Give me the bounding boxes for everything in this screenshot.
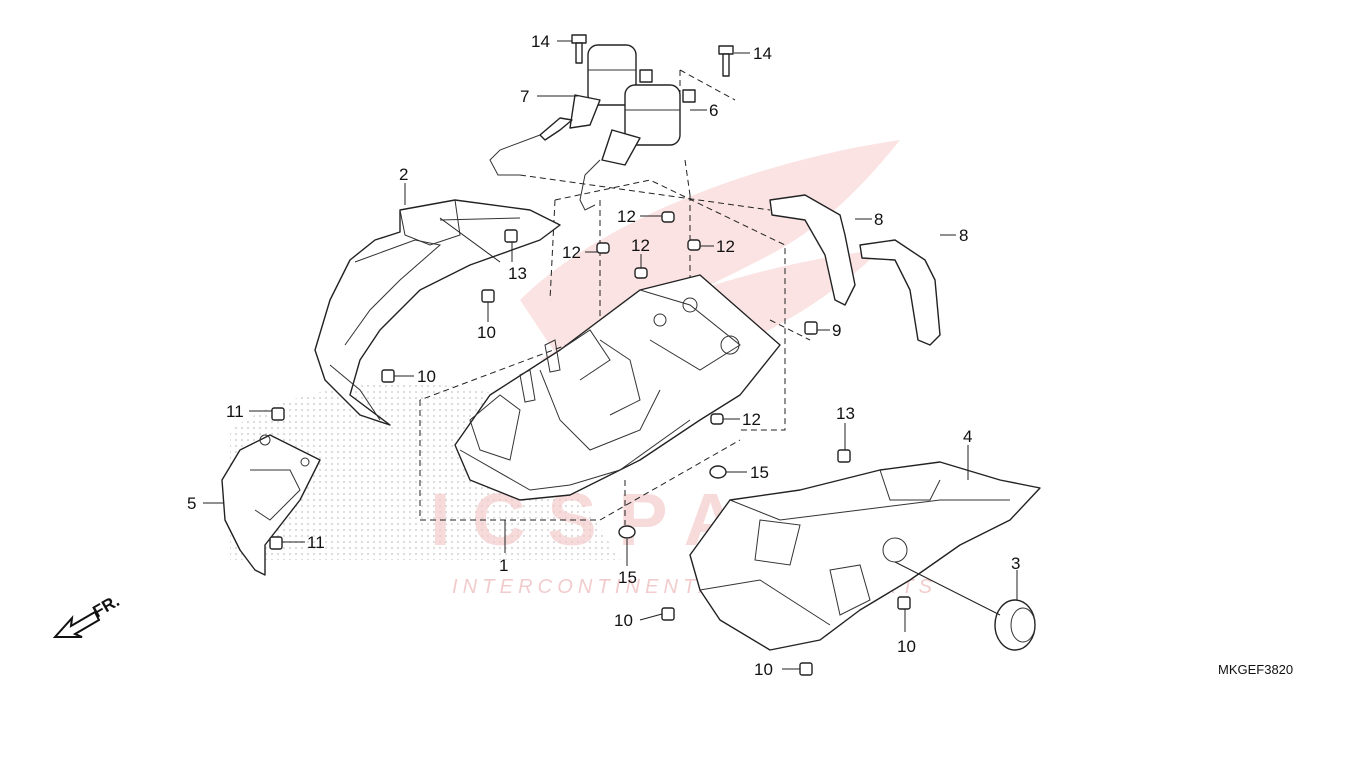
part-plug-cap-upper	[769, 194, 856, 306]
bolt-icon	[718, 45, 734, 77]
callout-12: 12	[562, 243, 581, 262]
part-ignition-coil-7	[489, 44, 653, 176]
callout-4: 4	[963, 427, 972, 446]
collar-icon	[618, 525, 636, 539]
part-side-bracket	[221, 434, 321, 576]
callout-2: 2	[399, 165, 408, 184]
callout-6: 6	[709, 101, 718, 120]
screw-icon	[837, 449, 851, 463]
part-under-tray	[454, 274, 781, 501]
callout-labels: 14 14 7 6 2 8 8 12 12 12 12 12 13 10 10 …	[187, 32, 1020, 679]
callout-1: 1	[499, 556, 508, 575]
nut-icon	[687, 239, 701, 251]
callout-15: 15	[750, 463, 769, 482]
callout-14: 14	[753, 44, 772, 63]
screw-icon	[799, 662, 813, 676]
callout-13: 13	[508, 264, 527, 283]
leader-lines	[203, 40, 1018, 670]
screw-icon	[269, 536, 283, 550]
diagram-code: MKGEF3820	[1218, 662, 1293, 677]
callout-10: 10	[897, 637, 916, 656]
callout-8: 8	[959, 226, 968, 245]
part-plug-cap-lower	[859, 239, 941, 346]
screw-icon	[381, 369, 395, 383]
screw-icon	[271, 407, 285, 421]
bolt-icon	[571, 34, 587, 64]
screw-icon	[661, 607, 675, 621]
part-inner-fairing	[314, 199, 561, 426]
screw-icon	[504, 229, 518, 243]
callout-12: 12	[716, 237, 735, 256]
callout-12: 12	[742, 410, 761, 429]
callout-12: 12	[631, 236, 650, 255]
callout-11: 11	[307, 533, 325, 552]
part-ignition-coil-6	[579, 84, 696, 211]
nut-icon	[661, 211, 675, 223]
screw-icon	[481, 289, 495, 303]
front-arrow-icon	[52, 610, 101, 638]
callout-10: 10	[417, 367, 436, 386]
callout-10: 10	[614, 611, 633, 630]
callout-10: 10	[477, 323, 496, 342]
nut-icon	[634, 267, 648, 279]
part-grommet	[994, 599, 1036, 651]
front-direction-indicator: FR.	[52, 591, 123, 638]
callout-10: 10	[754, 660, 773, 679]
callout-13: 13	[836, 404, 855, 423]
part-lower-cowl	[689, 461, 1041, 651]
callout-9: 9	[832, 321, 841, 340]
screw-icon	[897, 596, 911, 610]
nut-icon	[710, 413, 724, 425]
callout-7: 7	[520, 87, 529, 106]
callout-12: 12	[617, 207, 636, 226]
callout-8: 8	[874, 210, 883, 229]
callout-5: 5	[187, 494, 196, 513]
callout-15: 15	[618, 568, 637, 587]
collar-icon	[709, 465, 727, 479]
callout-11: 11	[226, 402, 244, 421]
callout-14: 14	[531, 32, 550, 51]
fasteners	[269, 34, 911, 676]
nut-icon	[596, 242, 610, 254]
screw-icon	[804, 321, 818, 335]
callout-3: 3	[1011, 554, 1020, 573]
